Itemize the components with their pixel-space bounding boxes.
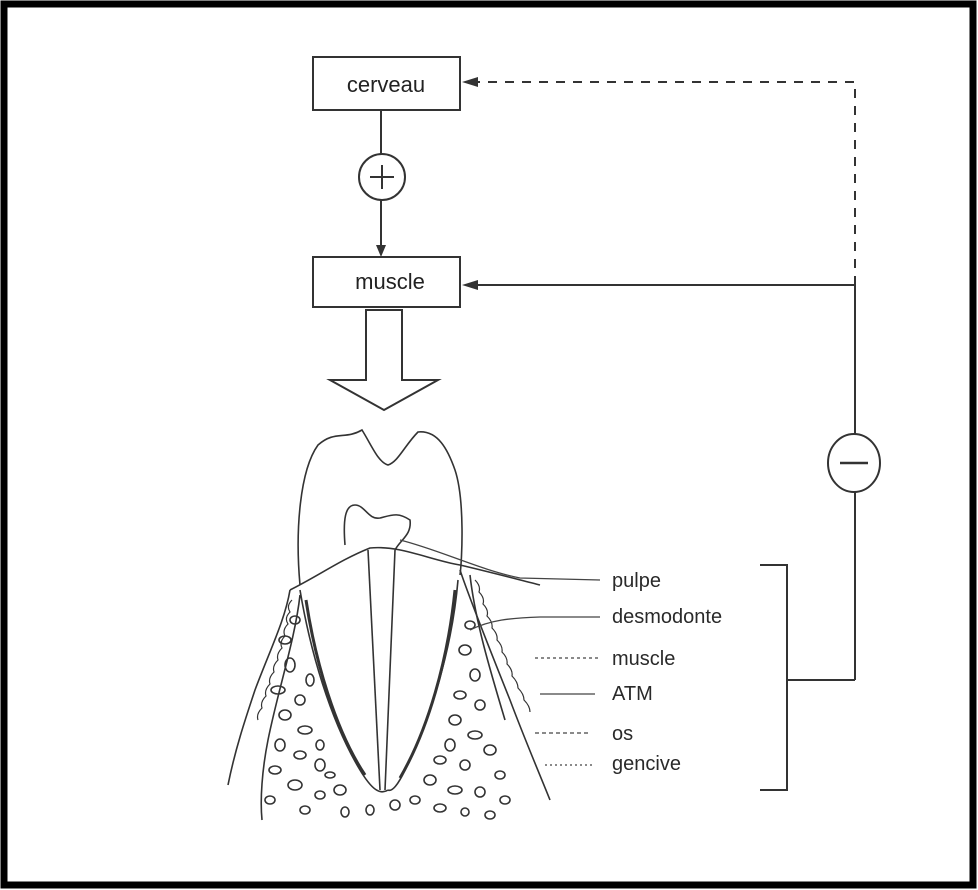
label-desmodonte: desmodonte (612, 606, 722, 628)
leader-desmodonte (469, 616, 600, 631)
tooth-illustration (227, 428, 551, 821)
minus-circle (827, 433, 881, 493)
muscle-box-label: muscle (355, 269, 425, 294)
plus-circle (358, 153, 406, 201)
cerveau-box: cerveau (312, 56, 461, 111)
muscle-box: muscle (312, 256, 461, 308)
label-pulpe: pulpe (612, 570, 661, 592)
cerveau-label: cerveau (347, 72, 425, 97)
leader-pulpe (399, 539, 601, 581)
solid-feedback-line (462, 280, 856, 681)
label-muscle: muscle (612, 648, 675, 670)
dashed-feedback-line (462, 77, 856, 285)
label-os: os (612, 723, 633, 745)
label-atm: ATM (612, 683, 653, 705)
arrowhead-to-muscle (376, 245, 386, 257)
leader-lines (399, 539, 601, 766)
label-bracket (760, 564, 788, 791)
label-gencive: gencive (612, 753, 681, 775)
force-arrow (326, 309, 442, 412)
